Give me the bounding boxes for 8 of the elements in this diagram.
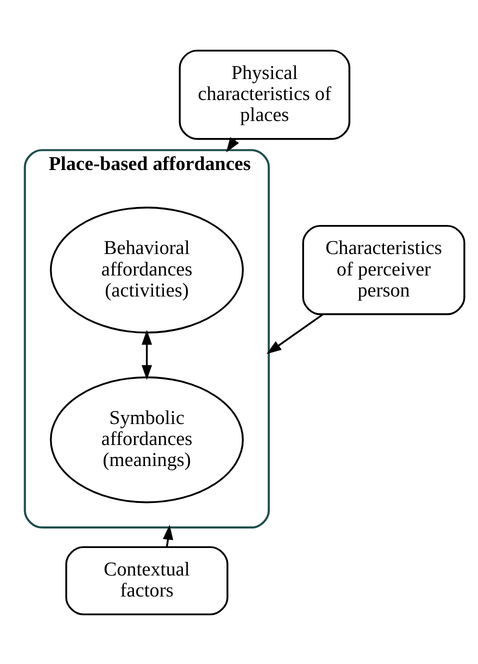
node-box: Physical characteristics of places (178, 49, 350, 140)
node-box: Characteristics of perceiver person (302, 224, 466, 315)
arrow (162, 524, 174, 547)
node-ellipse: Behavioral affordances (activities) (50, 206, 244, 333)
node-ellipse: Symbolic affordances (meanings) (50, 376, 244, 503)
node-box: Contextual factors (65, 546, 228, 615)
arrow (266, 313, 324, 354)
arrow (142, 329, 152, 380)
